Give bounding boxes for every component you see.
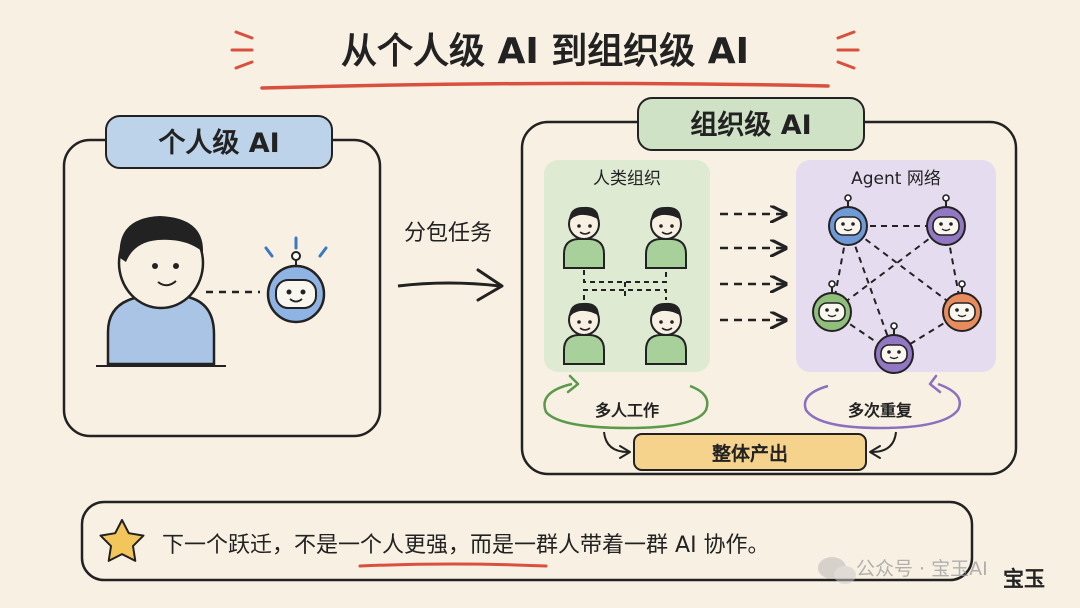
agent-loop-cycle [803, 374, 961, 430]
personal-bot-icon [264, 236, 328, 324]
mapping-arrows [720, 214, 784, 320]
output-box [633, 433, 867, 471]
output-arrows [603, 431, 897, 459]
message-text: 下一个跃迁，不是一个人更强，而是一群人带着一群 AI 协作。 [162, 533, 770, 558]
left-panel [62, 138, 382, 438]
title-decoration-right [836, 30, 860, 70]
left-panel-tag: 个人级 AI [158, 127, 279, 159]
human-member [645, 206, 687, 269]
human-member [563, 206, 605, 269]
signature-mark: 宝玉 [1003, 566, 1045, 591]
human-org-links [583, 270, 667, 300]
message-highlight-underline [358, 562, 548, 568]
output-label: 整体产出 [712, 442, 788, 465]
title-decoration-left [230, 30, 254, 70]
agent-loop-label: 多次重复 [848, 401, 913, 420]
message-part-3: ，而是一群人带着一群 AI 协作。 [448, 533, 770, 558]
agent-network-title: Agent 网络 [851, 169, 941, 189]
agent-node-blue [828, 194, 868, 246]
agent-node-green [812, 280, 852, 332]
delegate-arrow-head [476, 268, 504, 302]
person-illustration [96, 216, 226, 367]
right-panel-tag-bg [637, 97, 865, 151]
watermark-text: 公众号 · 宝玉AI [856, 558, 988, 580]
message-part-1: 下一个跃迁， [162, 533, 294, 558]
message-banner [80, 500, 974, 582]
agent-node-purple [926, 194, 966, 246]
human-member [645, 302, 687, 365]
left-panel-tag-bg [105, 115, 333, 169]
human-member [563, 302, 605, 365]
human-loop-label: 多人工作 [595, 401, 659, 420]
arrow-label: 分包任务 [404, 221, 492, 246]
right-panel-tag: 组织级 AI [690, 109, 811, 141]
agent-node-orange [942, 280, 982, 332]
title-underline [260, 81, 830, 90]
human-loop-cycle [543, 374, 709, 430]
page-title: 从个人级 AI 到组织级 AI [341, 31, 749, 72]
human-org-title: 人类组织 [593, 169, 661, 189]
agent-node-purple-bottom [874, 322, 914, 374]
star-icon [99, 519, 145, 562]
message-highlight: 不是一个人更强 [294, 533, 448, 558]
delegate-arrow [397, 281, 501, 288]
wechat-icon [818, 557, 856, 584]
